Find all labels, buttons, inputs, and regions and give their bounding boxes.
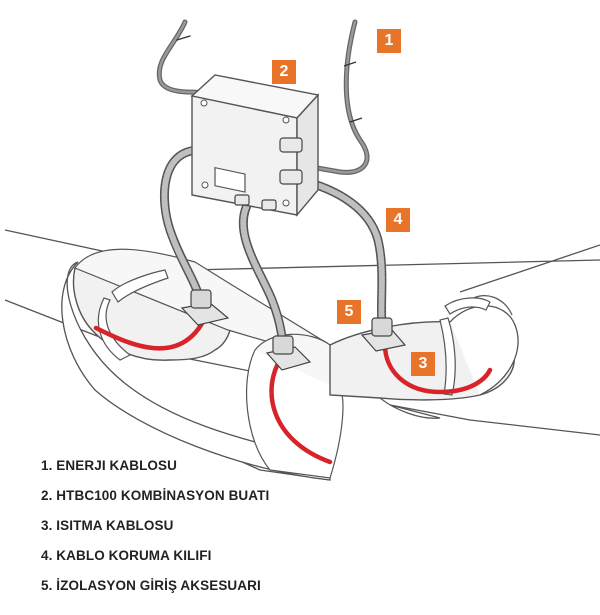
legend-list: 1. ENERJI KABLOSU 2. HTBC100 KOMBİNASYON… xyxy=(41,456,269,606)
heating-cable xyxy=(93,315,493,465)
legend-item-protective-conduit: 4. KABLO KORUMA KILIFI xyxy=(41,548,212,563)
callout-badge-1: 1 xyxy=(377,29,401,53)
legend-item-insulation-entry-kit: 5. İZOLASYON GİRİŞ AKSESUARI xyxy=(41,578,261,593)
callout-badge-4: 4 xyxy=(386,208,410,232)
callout-badge-5: 5 xyxy=(337,300,361,324)
callout-badge-2: 2 xyxy=(272,60,296,84)
legend-item-junction-box: 2. HTBC100 KOMBİNASYON BUATI xyxy=(41,488,270,503)
junction-box xyxy=(190,74,320,217)
feed-cable xyxy=(156,19,213,95)
insulation-entry-kit xyxy=(180,289,407,371)
legend-item-heating-cable: 3. ISITMA KABLOSU xyxy=(41,518,174,533)
legend-item-power-cable: 1. ENERJI KABLOSU xyxy=(41,458,177,473)
callout-badge-3: 3 xyxy=(411,352,435,376)
